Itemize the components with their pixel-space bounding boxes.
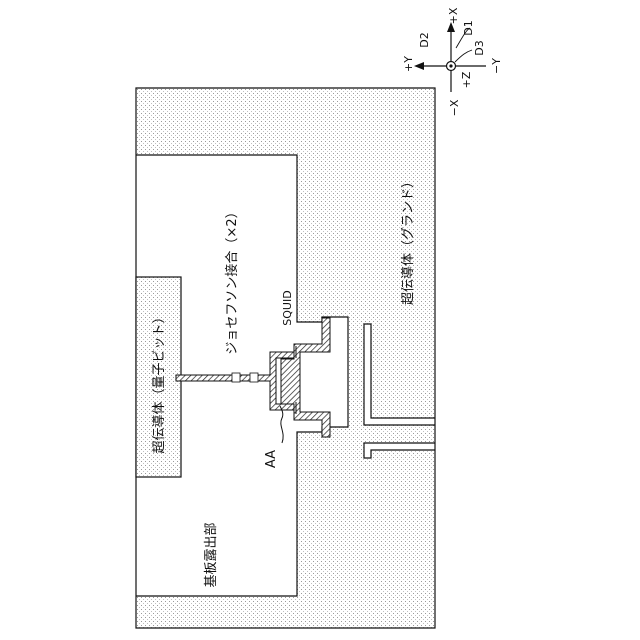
label-josephson: ジョセフソン接合（×2） <box>224 205 240 354</box>
label-squid: SQUID <box>281 290 294 325</box>
axis-d2: D2 <box>418 32 431 47</box>
axis-plus-z: +Z <box>460 71 473 88</box>
axis-d3: D3 <box>473 40 486 55</box>
josephson-junction-2 <box>250 373 258 382</box>
label-qubit: 超伝導体（量子ビット） <box>152 310 167 453</box>
axis-plus-y: +Y <box>402 56 415 72</box>
d3-leader <box>455 50 472 62</box>
label-ground: 超伝導体（グランド） <box>401 175 416 305</box>
axis-minus-y: −Y <box>490 58 503 74</box>
axis-minus-x: −X <box>448 99 461 116</box>
aa-leader-line <box>280 406 283 443</box>
axis-plus-x: +X <box>447 7 460 24</box>
z-axis-dot <box>449 64 452 67</box>
josephson-junction-1 <box>232 373 240 382</box>
label-substrate: 基板露出部 <box>204 522 219 587</box>
squid-outer-electrode <box>281 318 330 437</box>
y-arrow-head <box>414 62 424 70</box>
label-aa: AA <box>264 450 279 468</box>
axis-d1: D1 <box>462 20 475 35</box>
